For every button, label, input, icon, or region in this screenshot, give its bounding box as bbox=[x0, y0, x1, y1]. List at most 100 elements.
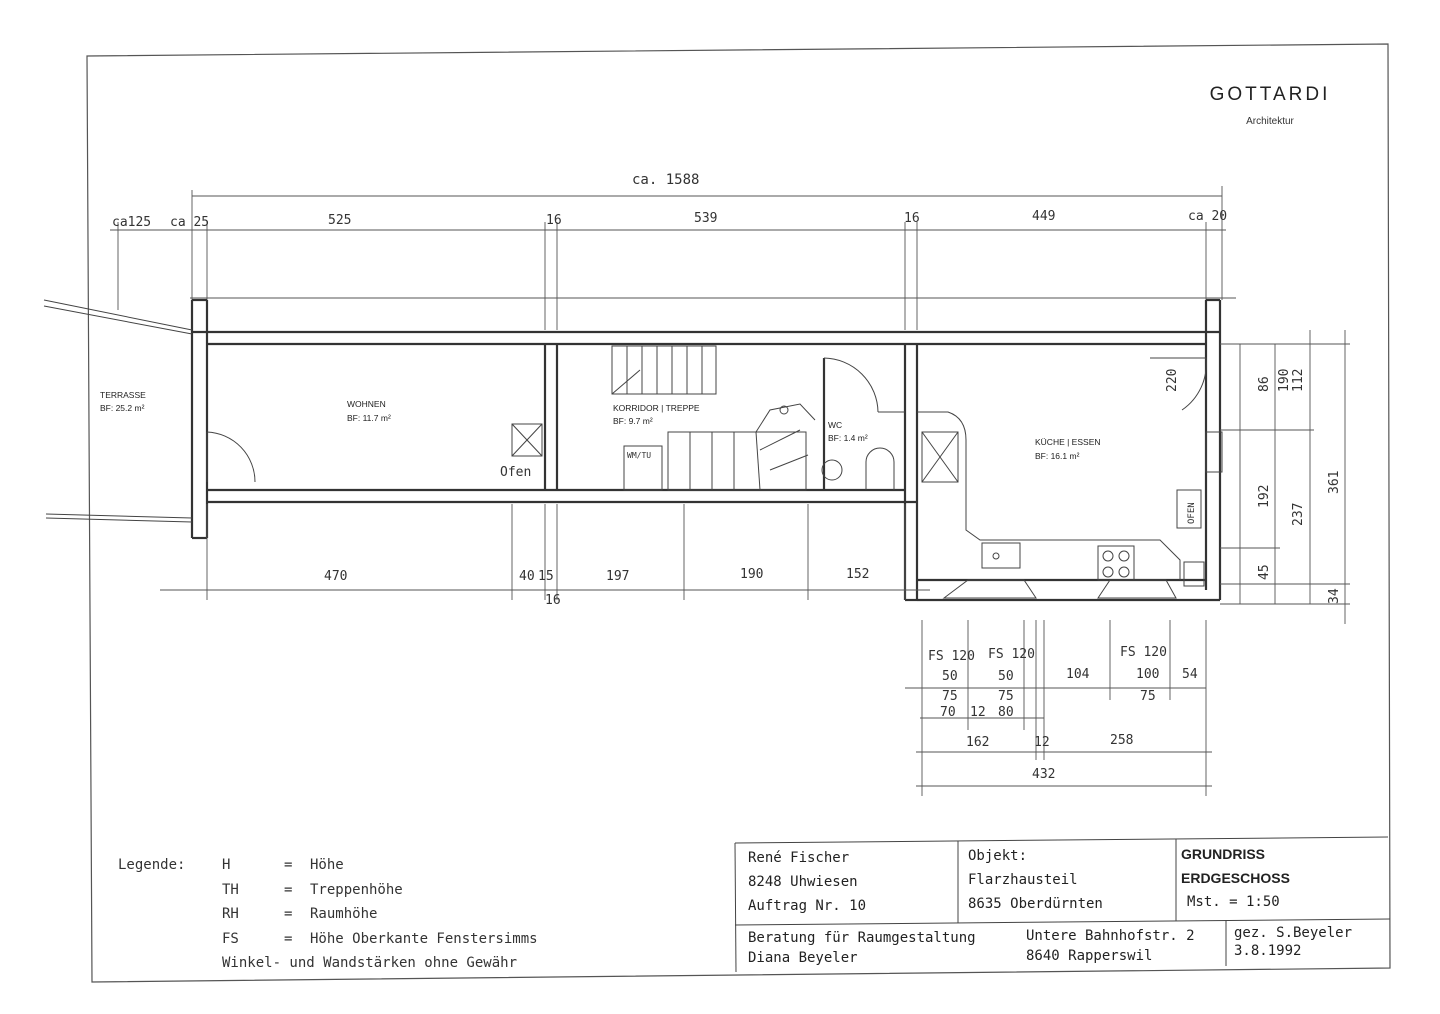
tb-drawing: GRUNDRISS ERDGESCHOSS Mst. = 1:50 bbox=[1181, 842, 1290, 914]
dim-top-1: ca 25 bbox=[170, 215, 209, 230]
dim-top-6: 449 bbox=[1032, 209, 1055, 224]
wm-tu-label: WM/TU bbox=[627, 451, 651, 460]
dim-total: ca. 1588 bbox=[632, 172, 699, 188]
brand-subtitle: Architektur bbox=[1246, 116, 1294, 127]
tb-object: Objekt: Flarzhausteil 8635 Oberdürnten bbox=[968, 844, 1103, 916]
dim-bottom-4: 190 bbox=[740, 567, 763, 582]
bottom-dimension-lines bbox=[160, 504, 930, 600]
tb-signed: gez. S.Beyeler bbox=[1234, 925, 1353, 941]
tb-client: René Fischer 8248 Uhwiesen Auftrag Nr. 1… bbox=[748, 846, 866, 918]
room-wc-name: WC bbox=[828, 420, 842, 430]
dim-right-1: 112 bbox=[1291, 369, 1306, 392]
stove-wohnen bbox=[511, 423, 543, 457]
dim-right-labels: 190 112 86 220 192 237 361 45 34 bbox=[1165, 369, 1342, 604]
top-dimension-lines bbox=[110, 186, 1236, 330]
dim-bottom-5: 152 bbox=[846, 567, 869, 582]
legend-key-0: H bbox=[222, 857, 231, 873]
tb-date: 3.8.1992 bbox=[1234, 943, 1302, 959]
legend-value-3: Höhe Oberkante Fenstersimms bbox=[310, 930, 538, 947]
room-wohnen-name: WOHNEN bbox=[347, 399, 386, 409]
ofen-right-label: OFEN bbox=[1187, 502, 1197, 524]
kitchen-fixtures bbox=[917, 357, 1223, 599]
tb-consultant-1: Beratung für Raumgestaltung bbox=[748, 930, 976, 946]
tb-signature: gez. S.Beyeler 3.8.1992 bbox=[1234, 924, 1352, 960]
brand-logo: GOTTARDI Architektur bbox=[1180, 84, 1360, 127]
legend-note: Winkel- und Wandstärken ohne Gewähr bbox=[118, 951, 538, 976]
staircase bbox=[611, 345, 816, 491]
drawing-frame bbox=[86, 43, 1391, 983]
tb-consultant-2: Diana Beyeler bbox=[748, 950, 858, 966]
dim-k1-3: 100 bbox=[1136, 667, 1159, 682]
legend-key-1: TH bbox=[222, 881, 239, 898]
tb-consultant: Beratung für Raumgestaltung Diana Beyele… bbox=[748, 928, 976, 968]
legend-value-1: Treppenhöhe bbox=[310, 881, 403, 898]
legend-row-2: RH=Raumhöhe bbox=[118, 902, 538, 927]
walls bbox=[190, 298, 1222, 602]
legend-title: Legende: bbox=[118, 857, 186, 873]
tb-address-2: 8640 Rapperswil bbox=[1026, 948, 1153, 964]
dim-top-3: 16 bbox=[546, 213, 562, 228]
dim-bottom-2: 15 bbox=[538, 569, 554, 584]
legend-row-3: FS=Höhe Oberkante Fenstersimms bbox=[118, 927, 538, 952]
dim-right-8: 34 bbox=[1327, 588, 1342, 604]
dim-k1-0: 50 bbox=[942, 669, 958, 684]
legend: Legende:H=Höhe TH=Treppenhöhe RH=Raumhöh… bbox=[118, 853, 538, 976]
legend-key-2: RH bbox=[222, 906, 239, 922]
tb-object-label: Objekt: bbox=[968, 848, 1028, 864]
dim-k1-1: 50 bbox=[998, 669, 1014, 684]
legend-row-0: Legende:H=Höhe bbox=[118, 853, 538, 878]
dim-right-7: 45 bbox=[1257, 564, 1272, 580]
room-kueche-name: KÜCHE | ESSEN bbox=[1035, 437, 1101, 447]
brand-name: GOTTARDI bbox=[1209, 84, 1331, 105]
dim-top-7: ca 20 bbox=[1188, 209, 1227, 224]
tb-client-name: René Fischer bbox=[748, 850, 850, 866]
dim-k2-0: 75 bbox=[942, 689, 958, 704]
room-labels: TERRASSE BF: 25.2 m² WOHNEN BF: 11.7 m² … bbox=[100, 390, 1101, 461]
dim-fs-2: FS 120 bbox=[1120, 645, 1167, 660]
dim-right-3: 220 bbox=[1165, 369, 1180, 392]
room-kueche-area: BF: 16.1 m² bbox=[1035, 451, 1080, 461]
room-terrasse-name: TERRASSE bbox=[100, 390, 146, 400]
dim-fs-1: FS 120 bbox=[988, 647, 1035, 662]
legend-key-3: FS bbox=[222, 930, 239, 947]
legend-note-text: Winkel- und Wandstärken ohne Gewähr bbox=[222, 955, 518, 971]
dim-top-2: 525 bbox=[328, 213, 351, 228]
dim-right-5: 237 bbox=[1291, 503, 1306, 526]
tb-client-city: 8248 Uhwiesen bbox=[748, 874, 858, 890]
ofen-left-label: Ofen bbox=[500, 465, 531, 480]
dim-top-5: 16 bbox=[904, 211, 920, 226]
right-dimension-lines bbox=[1220, 330, 1350, 624]
tb-address-1: Untere Bahnhofstr. 2 bbox=[1026, 928, 1195, 944]
wm-tu-box bbox=[623, 445, 663, 491]
tb-drawing-title-1: GRUNDRISS bbox=[1181, 846, 1266, 862]
terrace-edges bbox=[43, 299, 193, 523]
dim-kitchen-labels: FS 120 FS 120 FS 120 50 50 104 100 54 75… bbox=[928, 645, 1198, 782]
dim-bottom-6: 16 bbox=[545, 593, 561, 608]
terrace-door-swing bbox=[206, 431, 256, 483]
room-korridor-name: KORRIDOR | TREPPE bbox=[613, 403, 700, 413]
dim-k-total: 432 bbox=[1032, 767, 1055, 782]
dim-right-2: 86 bbox=[1257, 376, 1272, 392]
room-wohnen-area: BF: 11.7 m² bbox=[347, 413, 391, 423]
dim-right-0: 190 bbox=[1277, 369, 1292, 392]
dim-top-labels: ca125 ca 25 525 16 539 16 449 ca 20 bbox=[112, 209, 1227, 230]
legend-value-0: Höhe bbox=[310, 857, 344, 873]
tb-object-name: Flarzhausteil bbox=[968, 872, 1078, 888]
dim-k1-2: 104 bbox=[1066, 667, 1090, 682]
dim-k4-0: 162 bbox=[966, 735, 989, 750]
dim-bottom-1: 40 bbox=[519, 569, 535, 584]
dim-k4-1: 12 bbox=[1034, 735, 1050, 750]
dim-top-4: 539 bbox=[694, 211, 717, 226]
dim-k3-2: 80 bbox=[998, 705, 1014, 720]
legend-value-2: Raumhöhe bbox=[310, 906, 378, 922]
title-block-grid bbox=[734, 836, 1391, 973]
dim-k2-2: 75 bbox=[1140, 689, 1156, 704]
dim-k2-1: 75 bbox=[998, 689, 1014, 704]
dim-k4-2: 258 bbox=[1110, 733, 1133, 748]
room-wc-area: BF: 1.4 m² bbox=[828, 433, 868, 443]
tb-drawing-title-2: ERDGESCHOSS bbox=[1181, 870, 1290, 886]
dim-k3-0: 70 bbox=[940, 705, 956, 720]
tb-scale: Mst. = 1:50 bbox=[1187, 894, 1280, 910]
legend-row-1: TH=Treppenhöhe bbox=[118, 878, 538, 903]
